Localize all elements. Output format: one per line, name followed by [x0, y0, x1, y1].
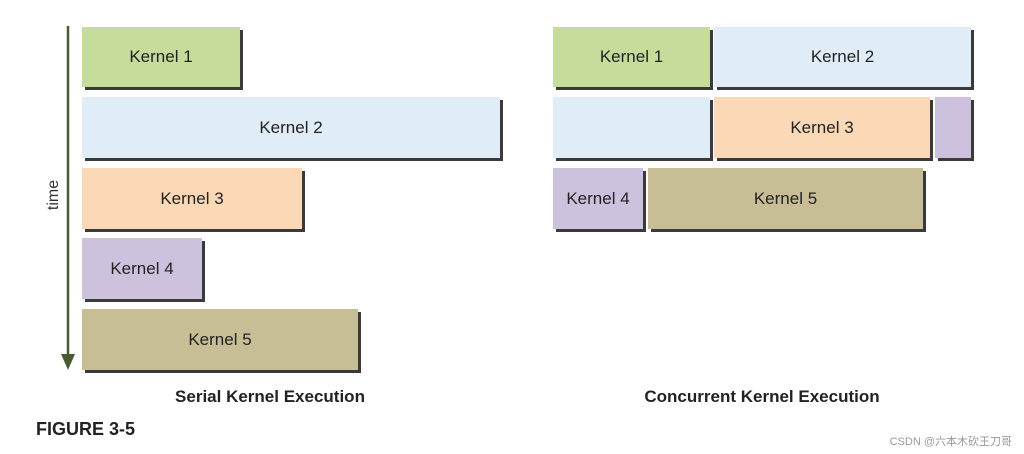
- time-axis-label: time: [45, 179, 62, 211]
- concurrent-kernel-3: Kernel 3: [714, 97, 930, 158]
- concurrent-kernel-4-start: [935, 97, 971, 158]
- concurrent-kernel-2: Kernel 2: [714, 27, 971, 87]
- serial-kernel-3: Kernel 3: [82, 168, 302, 229]
- serial-kernel-2: Kernel 2: [82, 97, 500, 158]
- time-axis: [61, 26, 75, 370]
- concurrent-kernel-5: Kernel 5: [648, 168, 923, 229]
- serial-kernel-1: Kernel 1: [82, 27, 240, 87]
- serial-kernel-5: Kernel 5: [82, 309, 358, 370]
- credit-watermark: CSDN @六本木砍王刀哥: [889, 436, 1012, 448]
- concurrent-kernel-2-continued: [553, 97, 710, 158]
- concurrent-kernel-1: Kernel 1: [553, 27, 710, 87]
- concurrent-caption: Concurrent Kernel Execution: [644, 387, 880, 406]
- serial-kernel-4: Kernel 4: [82, 238, 202, 299]
- figure-label: FIGURE 3-5: [36, 419, 136, 439]
- concurrent-kernel-4: Kernel 4: [553, 168, 643, 229]
- serial-caption: Serial Kernel Execution: [175, 387, 365, 406]
